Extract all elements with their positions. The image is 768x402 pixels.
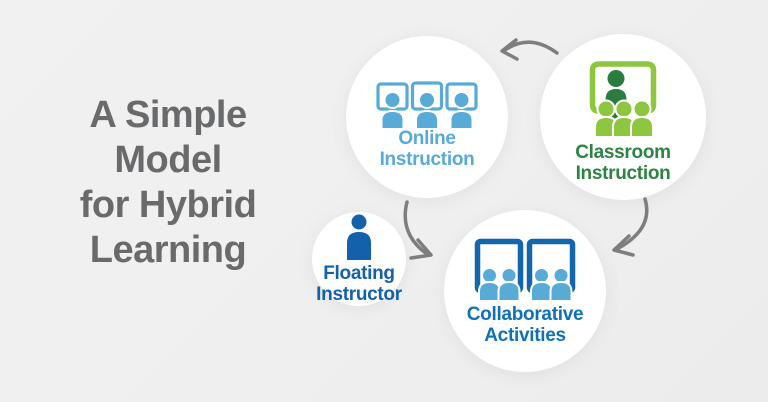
- online-label-line2: Instruction: [379, 149, 475, 170]
- node-floating-instructor: Floating Instructor: [312, 212, 406, 306]
- instructor-person-icon: [347, 214, 371, 260]
- arrow-classroom-to-collaborative-icon: [612, 197, 649, 257]
- online-label-line1: Online: [398, 128, 456, 149]
- monitors-audience-icon: [376, 81, 478, 128]
- node-collaborative-activities: Collaborative Activities: [444, 210, 606, 372]
- online-instruction-label: Online Instruction: [346, 128, 508, 170]
- arrow-classroom-to-online-icon: [500, 38, 559, 61]
- title-line-4: Learning: [89, 229, 247, 271]
- title-line-1: A Simple: [89, 94, 247, 136]
- classroom-label-line1: Classroom: [575, 142, 671, 163]
- collaborative-label-line2: Activities: [484, 325, 566, 346]
- page-title: A Simple Model for Hybrid Learning: [60, 93, 276, 273]
- node-classroom-instruction: Classroom Instruction: [540, 34, 706, 200]
- node-online-instruction: Online Instruction: [346, 36, 508, 198]
- title-line-2: Model: [114, 139, 222, 181]
- classroom-label-line2: Instruction: [575, 163, 671, 184]
- teacher-whiteboard-icon: [589, 61, 657, 136]
- arrow-online-to-collaborative-icon: [403, 200, 433, 260]
- floating-label-line1: Floating: [323, 263, 395, 284]
- classroom-instruction-label: Classroom Instruction: [540, 142, 706, 184]
- collaborative-label-line1: Collaborative: [466, 304, 584, 325]
- floating-label-line2: Instructor: [316, 284, 402, 305]
- title-line-3: for Hybrid: [79, 184, 257, 226]
- floating-instructor-label: Floating Instructor: [299, 263, 419, 305]
- paired-groups-screens-icon: [474, 238, 576, 300]
- collaborative-activities-label: Collaborative Activities: [444, 304, 606, 346]
